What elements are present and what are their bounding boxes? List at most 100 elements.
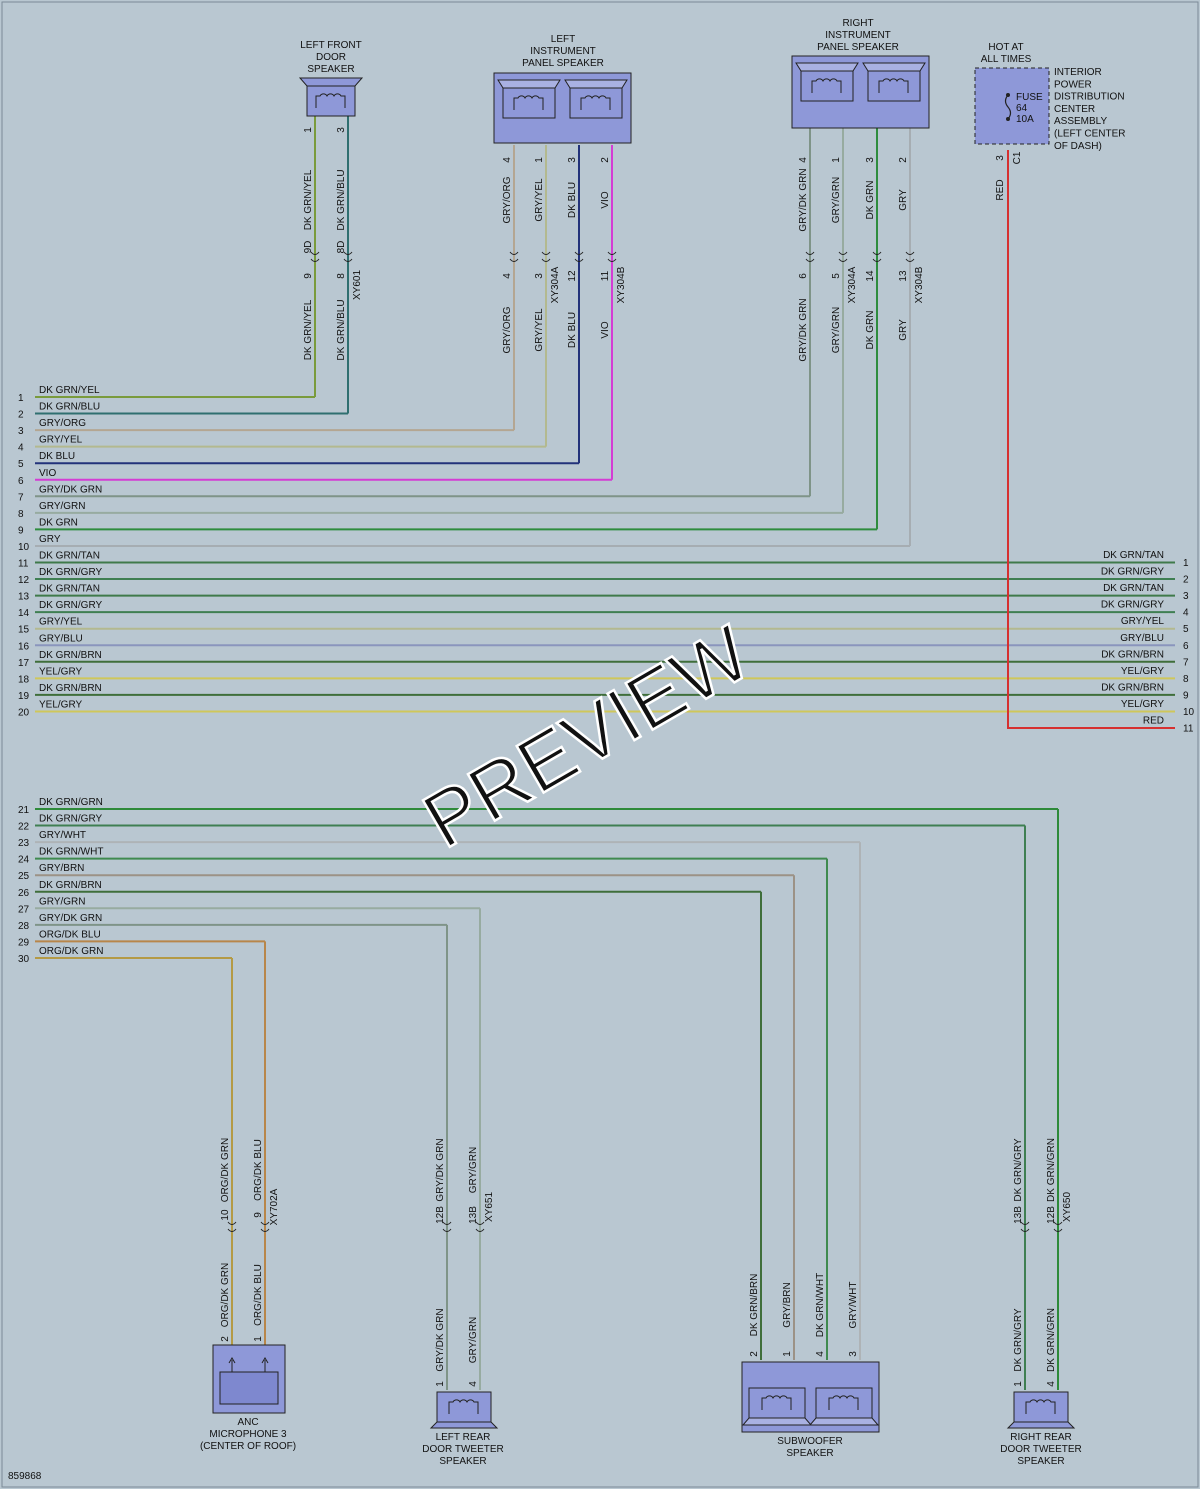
wire-color-label-left: GRY/BLU — [39, 633, 83, 644]
wire-color-label-left: GRY/YEL — [39, 617, 83, 628]
vertical-wire-label: DK GRN/GRN — [1046, 1138, 1057, 1202]
component-label: INSTRUMENT — [530, 46, 596, 57]
component-label: SPEAKER — [307, 64, 354, 75]
connector-id: C1 — [1012, 151, 1023, 164]
wires-layer — [35, 115, 1175, 1390]
inline-connector-mark — [260, 1221, 270, 1232]
pin-number: 6 — [798, 273, 809, 279]
vertical-wire-label: DK BLU — [567, 182, 578, 218]
wire-number-left: 17 — [18, 658, 30, 669]
pin-number: 1 — [831, 157, 842, 163]
wire-number-right: 4 — [1183, 608, 1189, 619]
wire-color-label-right: DK GRN/BRN — [1101, 682, 1164, 693]
inline-connector-mark — [310, 251, 320, 262]
vertical-wire-label: DK GRN/YEL — [303, 299, 314, 360]
vertical-wire-label: GRY — [898, 189, 909, 211]
wire-number-left: 10 — [18, 542, 30, 553]
wire-color-label-left: DK GRN/GRY — [39, 814, 102, 825]
component-label: POWER — [1054, 79, 1092, 90]
vertical-wire-label: GRY — [898, 319, 909, 341]
wire-number-right: 2 — [1183, 575, 1189, 586]
vertical-wire-label: GRY/BRN — [782, 1282, 793, 1327]
wire-color-label-left: GRY/DK GRN — [39, 913, 102, 924]
pin-number: 3 — [534, 273, 545, 279]
wire-color-label-left: DK GRN/YEL — [39, 385, 100, 396]
wire-number-left: 25 — [18, 871, 30, 882]
connector-id: XY304B — [914, 266, 925, 303]
right-ip-speaker-coil-1-icon — [800, 70, 854, 102]
pin-number: 14 — [865, 270, 876, 282]
wire-number-left: 8 — [18, 509, 24, 520]
component-label: RIGHT REAR — [1010, 1432, 1072, 1443]
wire-color-label-left: DK GRN/BLU — [39, 402, 100, 413]
component-label: INTERIOR — [1054, 67, 1102, 78]
wire-color-label-right: GRY/BLU — [1120, 633, 1164, 644]
pin-number: 4 — [502, 273, 513, 279]
pin-number: 4 — [815, 1351, 826, 1357]
pin-number: 1 — [253, 1336, 264, 1342]
wire-number-left: 4 — [18, 443, 24, 454]
inline-connector-mark — [838, 251, 848, 262]
pin-number: 11 — [600, 270, 611, 281]
wire-number-left: 14 — [18, 608, 30, 619]
subwoofer-coil-2-icon — [815, 1387, 873, 1419]
wire-number-left: 21 — [18, 805, 30, 816]
pin-number: 1 — [1013, 1381, 1024, 1387]
pin-number: 13 — [898, 270, 909, 282]
component-label: INSTRUMENT — [825, 30, 891, 41]
vertical-wire-label: DK GRN/BRN — [749, 1274, 760, 1337]
component-label: 10A — [1016, 114, 1034, 125]
inline-connector-mark — [475, 1221, 485, 1232]
pin-number: 2 — [749, 1351, 760, 1357]
wire-color-label-right: DK GRN/TAN — [1103, 550, 1164, 561]
inline-connector-mark — [343, 251, 353, 262]
vertical-wire-label: GRY/GRN — [831, 307, 842, 354]
wire-number-left: 7 — [18, 492, 24, 503]
wire-color-label-left: DK BLU — [39, 451, 75, 462]
wire-color-label-left: DK GRN — [39, 517, 78, 528]
ipdc-fuse-box — [974, 67, 1050, 145]
wire-number-left: 16 — [18, 641, 30, 652]
wire-number-right: 7 — [1183, 657, 1189, 668]
wire-color-label-left: DK GRN/BRN — [39, 880, 102, 891]
pin-number: 3 — [995, 155, 1006, 161]
vertical-wire-label: DK GRN/GRY — [1013, 1308, 1024, 1371]
connector-id: XY651 — [484, 1192, 495, 1222]
inline-connector-mark — [1053, 1221, 1063, 1232]
component-label: DOOR TWEETER — [422, 1444, 503, 1455]
component-label: LEFT REAR — [436, 1432, 491, 1443]
wire-number-left: 9 — [18, 525, 24, 536]
vertical-wire-label: GRY/YEL — [534, 178, 545, 222]
wire-color-label-left: GRY/DK GRN — [39, 484, 102, 495]
wire-color-label-left: DK GRN/GRY — [39, 567, 102, 578]
wire-color-label-right: YEL/GRY — [1121, 699, 1164, 710]
vertical-wire-label: GRY/YEL — [534, 308, 545, 352]
inline-connector-mark — [872, 251, 882, 262]
component-label: LEFT — [551, 34, 575, 45]
inline-connector-mark — [442, 1221, 452, 1232]
inline-connector-mark — [541, 251, 551, 262]
wire-number-left: 11 — [18, 559, 29, 570]
vertical-wire-label: GRY/ORG — [502, 306, 513, 353]
vertical-wire-label: GRY/GRN — [831, 177, 842, 224]
component-label: OF DASH) — [1054, 141, 1102, 152]
pin-number: 12B — [1046, 1206, 1057, 1224]
vertical-wire-label: VIO — [600, 321, 611, 338]
microphone-icon — [219, 1371, 279, 1405]
component-label: DISTRIBUTION — [1054, 92, 1125, 103]
wire-number-left: 27 — [18, 904, 30, 915]
connector-id: XY304A — [550, 266, 561, 303]
connector-id: XY702A — [269, 1188, 280, 1225]
component-label: (CENTER OF ROOF) — [200, 1441, 296, 1452]
vertical-wire-label: GRY/DK GRN — [435, 1308, 446, 1371]
vertical-wire-label: GRY/DK GRN — [798, 298, 809, 361]
wire-color-label-left: DK GRN/WHT — [39, 847, 103, 858]
wire-number-right: 9 — [1183, 690, 1189, 701]
red-power-wire — [1007, 150, 1175, 729]
wire-number-left: 19 — [18, 691, 30, 702]
pin-number: 1 — [435, 1381, 446, 1387]
pin-number: 1 — [303, 127, 314, 133]
wire-color-label-left: DK GRN/BRN — [39, 683, 102, 694]
pin-number: 8 — [336, 273, 347, 279]
